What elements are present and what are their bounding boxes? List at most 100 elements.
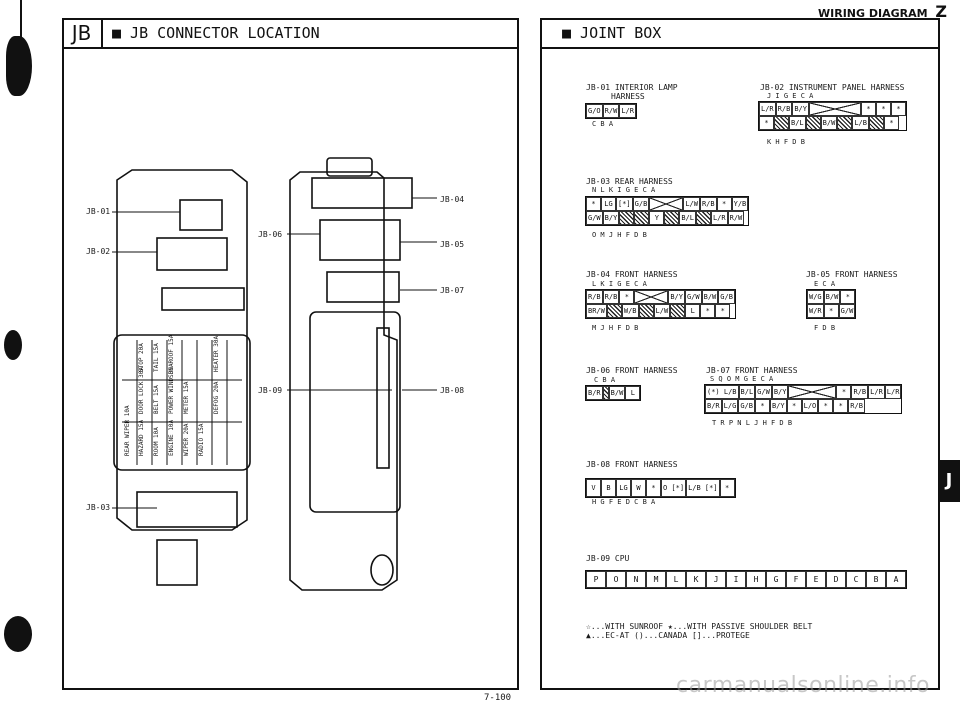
jb04-title: JB-04 FRONT HARNESS [586, 270, 678, 279]
left-panel-title: ■ JB CONNECTOR LOCATION [112, 24, 320, 42]
pin-cell: * [890, 102, 906, 116]
pin-cell: B/R [586, 386, 603, 400]
section-side-tab: J [938, 460, 960, 502]
pin-cell: * [836, 385, 852, 399]
connector-row: B/R B/W L [586, 386, 641, 400]
pin-cell: H [746, 571, 766, 588]
pin-cell: R/W [602, 104, 620, 118]
hatched-pin-cell [805, 116, 821, 130]
pin-cell: G/B [738, 399, 755, 413]
pin-cell: B/W [608, 386, 626, 400]
section-code-box: JB [62, 18, 103, 49]
legend-line-2: ▲...EC-AT ()...CANADA []...PROTEGE [586, 631, 750, 640]
pin-cell: B/Y [769, 399, 787, 413]
fuse-label: HAZARD 15A [138, 419, 145, 456]
hatched-pin-cell [638, 304, 654, 318]
pin-cell: B/W [820, 116, 838, 130]
fuse-label: POWER WIND 30A [168, 363, 175, 414]
pin-cell: B/Y [792, 102, 809, 116]
pin-cell: I [726, 571, 746, 588]
left-panel-frame [62, 18, 519, 690]
callout-jb-01: JB-01 [86, 207, 111, 216]
jb07-title: JB-07 FRONT HARNESS [706, 366, 798, 375]
jb02-title: JB-02 INSTRUMENT PANEL HARNESS [760, 83, 905, 92]
binding-hole-mark [6, 36, 32, 96]
pin-cell: G [766, 571, 786, 588]
right-panel-title: ■ JOINT BOX [562, 24, 662, 42]
jb08-pin-letters: H G F E D C B A [592, 498, 656, 506]
pin-cell: R/B [586, 290, 603, 304]
blank-pin-cell [634, 290, 669, 304]
pin-cell: L/G [721, 399, 739, 413]
pin-cell: L/B [*] [686, 479, 720, 497]
pin-cell: R/B [699, 197, 717, 211]
blank-pin-cell [788, 385, 837, 399]
pin-cell: L/R [710, 211, 728, 225]
pin-cell: G/B [718, 290, 735, 304]
connector-row: R/B R/B * B/Y G/W B/W G/B [586, 290, 735, 304]
pin-cell: A [886, 571, 906, 588]
jb07-connector: (*) L/B B/L G/W B/Y * R/B L/R L/R B/R L/… [704, 384, 903, 414]
connector-row: * LG [*] G/B L/W R/B * Y/B [586, 197, 749, 211]
pin-cell: LG [601, 197, 616, 211]
jb03-top-pins: N L K I G E C A [592, 186, 656, 194]
pin-cell: O [*] [661, 479, 687, 497]
callout-jb-07: JB-07 [440, 286, 465, 295]
pin-cell: L [625, 386, 641, 400]
hatched-pin-cell [602, 386, 609, 400]
wiring-letter: Z [935, 2, 948, 21]
pin-cell: (*) L/B [705, 385, 739, 399]
connector-row: L/R R/B B/Y * * * [759, 102, 906, 116]
hatched-pin-cell [670, 304, 686, 318]
fuse-label: DEFOG 20A [213, 381, 220, 414]
fuse-labels: STOP 20A TAIL 15A SUN ROOF 15A HEATER 30… [124, 335, 239, 462]
jb04-top-pins: L K I G E C A [592, 280, 647, 288]
pin-cell: * [840, 290, 856, 304]
callout-jb-08: JB-08 [440, 386, 465, 395]
pin-cell: * [883, 116, 899, 130]
legend-line-1: ☆...WITH SUNROOF ★...WITH PASSIVE SHOULD… [586, 622, 813, 631]
pin-cell: * [823, 304, 839, 318]
wiring-label: WIRING DIAGRAM [818, 7, 928, 20]
callout-jb-05: JB-05 [440, 240, 465, 249]
fuse-label: ENGINE 10A [168, 419, 175, 456]
pin-cell: R/B [775, 102, 793, 116]
blank-pin-cell [649, 197, 684, 211]
connector-row: V B LG W * O [*] L/B [*] * [586, 479, 735, 497]
pin-cell: L/W [653, 304, 671, 318]
jb07-bottom-pins: T R P N L J H F D B [712, 419, 793, 427]
connector-row: * B/L B/W L/B * [759, 116, 906, 130]
pin-cell: L [666, 571, 686, 588]
pin-cell: * [716, 197, 732, 211]
jb06-title: JB-06 FRONT HARNESS [586, 366, 678, 375]
watermark: carmanualsonline.info [676, 673, 930, 698]
pin-cell: LG [616, 479, 631, 497]
blank-pin-cell [808, 102, 861, 116]
pin-cell: K [686, 571, 706, 588]
jb01-pin-letters: C B A [592, 120, 614, 128]
hatched-pin-cell [774, 116, 789, 130]
jb06-connector: B/R B/W L [585, 385, 642, 401]
pin-cell: M [646, 571, 666, 588]
jb02-bottom-pins: K H F D B [767, 138, 805, 146]
pin-cell: P [586, 571, 606, 588]
pin-cell: B/W [823, 290, 841, 304]
pin-cell: [*] [616, 197, 633, 211]
callout-jb-02: JB-02 [86, 247, 111, 256]
pin-cell: F [786, 571, 806, 588]
pin-cell: G/B [632, 197, 650, 211]
pin-cell: B/W [701, 290, 719, 304]
pin-cell: D [826, 571, 846, 588]
jb02-top-pins: J I G E C A [767, 92, 814, 100]
pin-cell: C [846, 571, 866, 588]
fuse-label: METER 15A [183, 381, 190, 414]
page-edge-line [20, 0, 22, 40]
pin-cell: O [606, 571, 626, 588]
jb05-top-pins: E C A [814, 280, 836, 288]
hatched-pin-cell [695, 211, 711, 225]
hatched-pin-cell [664, 211, 680, 225]
jb07-top-pins: S Q O M G E C A [710, 375, 774, 383]
jb01-subtitle: HARNESS [611, 92, 645, 101]
section-code: JB [71, 21, 92, 45]
pin-cell: B/L [738, 385, 756, 399]
